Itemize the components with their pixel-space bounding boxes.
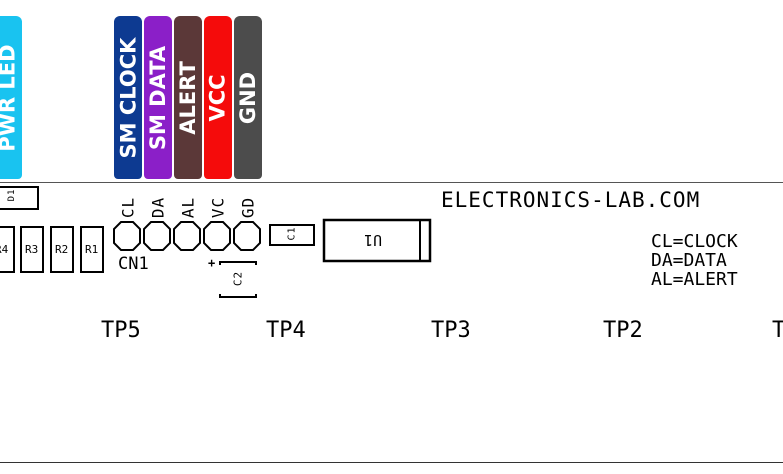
- pin-label-al: AL: [178, 196, 198, 219]
- tag-sm-data: SM DATA: [144, 16, 172, 179]
- resistor-r4-outline: [0, 226, 15, 273]
- capacitor-c2-label: C2: [231, 270, 245, 287]
- diode-outline: [0, 186, 39, 210]
- test-point-tp2: TP2: [603, 318, 643, 343]
- resistor-label-r1: R1: [85, 243, 99, 256]
- capacitor-c1-label: C1: [286, 226, 298, 241]
- capacitor-c2-outline: [219, 261, 257, 298]
- board-bottom-edge: [0, 462, 783, 463]
- tag-vcc: VCC: [204, 16, 232, 179]
- pad-vc: [203, 221, 231, 251]
- resistor-r3-outline: [20, 226, 44, 273]
- resistor-r2-outline: [50, 226, 74, 273]
- pad-al: [173, 221, 201, 251]
- legend-line-1: CL=CLOCK: [651, 231, 738, 252]
- pad-cl: [113, 221, 141, 251]
- tag-gnd: GND: [234, 16, 262, 179]
- legend-line-3: AL=ALERT: [651, 269, 738, 290]
- test-point-tp4: TP4: [266, 318, 306, 343]
- legend-line-2: DA=DATA: [651, 250, 727, 271]
- ic-u1-outline: [322, 218, 432, 263]
- diode-label: D1: [7, 188, 17, 202]
- pin-label-gd: GD: [238, 196, 258, 219]
- tag-pwr-led: PWR LED: [0, 16, 22, 179]
- capacitor-c1-outline: [269, 224, 315, 246]
- connector-name: CN1: [118, 254, 149, 274]
- pin-label-cl: CL: [118, 196, 138, 219]
- test-point-tp1-partial: T: [772, 318, 783, 343]
- resistor-r1-outline: [80, 226, 104, 273]
- connector-pads: [113, 221, 261, 251]
- pad-da: [143, 221, 171, 251]
- pin-label-vc: VC: [208, 196, 228, 219]
- ic-u1-label: U1: [364, 231, 383, 249]
- board-top-edge: [0, 182, 783, 183]
- tag-alert: ALERT: [174, 16, 202, 179]
- test-point-tp5: TP5: [101, 318, 141, 343]
- pad-gd: [233, 221, 261, 251]
- resistor-label-r3: R3: [25, 243, 39, 256]
- tag-sm-clock: SM CLOCK: [114, 16, 142, 179]
- resistor-label-r2: R2: [55, 243, 69, 256]
- site-label: ELECTRONICS-LAB.COM: [441, 188, 701, 212]
- pin-label-da: DA: [148, 196, 168, 219]
- resistor-label-r4: R4: [0, 243, 9, 256]
- capacitor-c2-polarity: +: [208, 256, 216, 270]
- test-point-tp3: TP3: [431, 318, 471, 343]
